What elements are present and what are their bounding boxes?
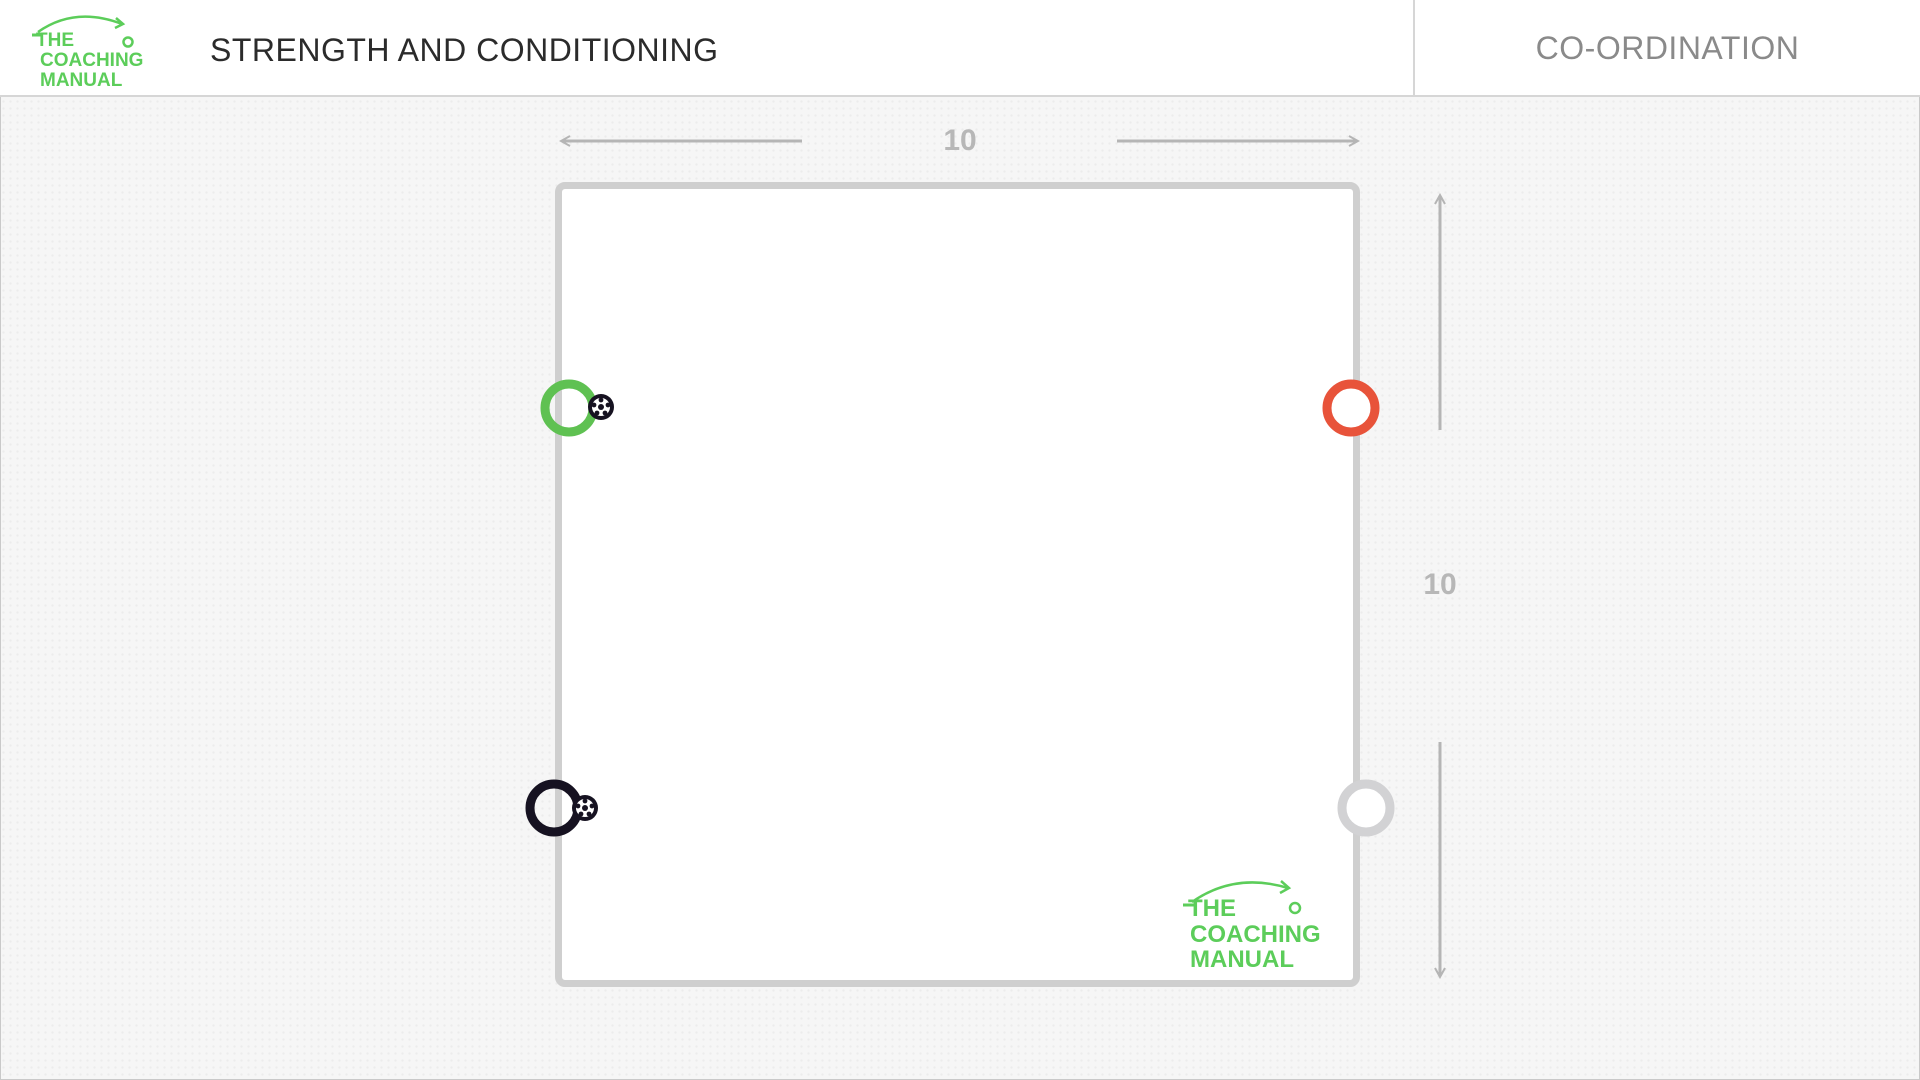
height-dimension-label: 10 — [1423, 568, 1457, 601]
grey-cone — [1337, 779, 1395, 837]
svg-text:MANUAL: MANUAL — [40, 70, 123, 90]
coaching-manual-watermark: THE COACHING MANUAL — [1183, 880, 1321, 970]
pitch-area — [555, 182, 1360, 987]
black-cone — [525, 779, 583, 837]
svg-text:COACHING: COACHING — [40, 50, 143, 71]
width-dimension-label: 10 — [943, 124, 977, 157]
svg-text:THE: THE — [1188, 895, 1236, 922]
ball-icon — [572, 795, 598, 821]
svg-text:COACHING: COACHING — [1190, 921, 1321, 948]
page-title: STRENGTH AND CONDITIONING — [210, 32, 719, 68]
svg-text:THE: THE — [36, 30, 74, 51]
category-label: CO-ORDINATION — [1535, 30, 1800, 66]
coaching-manual-logo: THE COACHING MANUAL — [32, 15, 143, 90]
header-bar: THE COACHING MANUAL STRENGTH AND CONDITI… — [0, 0, 1920, 97]
header-divider — [1413, 0, 1415, 95]
ball-icon — [588, 394, 614, 420]
svg-text:MANUAL: MANUAL — [1190, 946, 1294, 970]
green-cone — [540, 379, 598, 437]
red-cone — [1322, 379, 1380, 437]
